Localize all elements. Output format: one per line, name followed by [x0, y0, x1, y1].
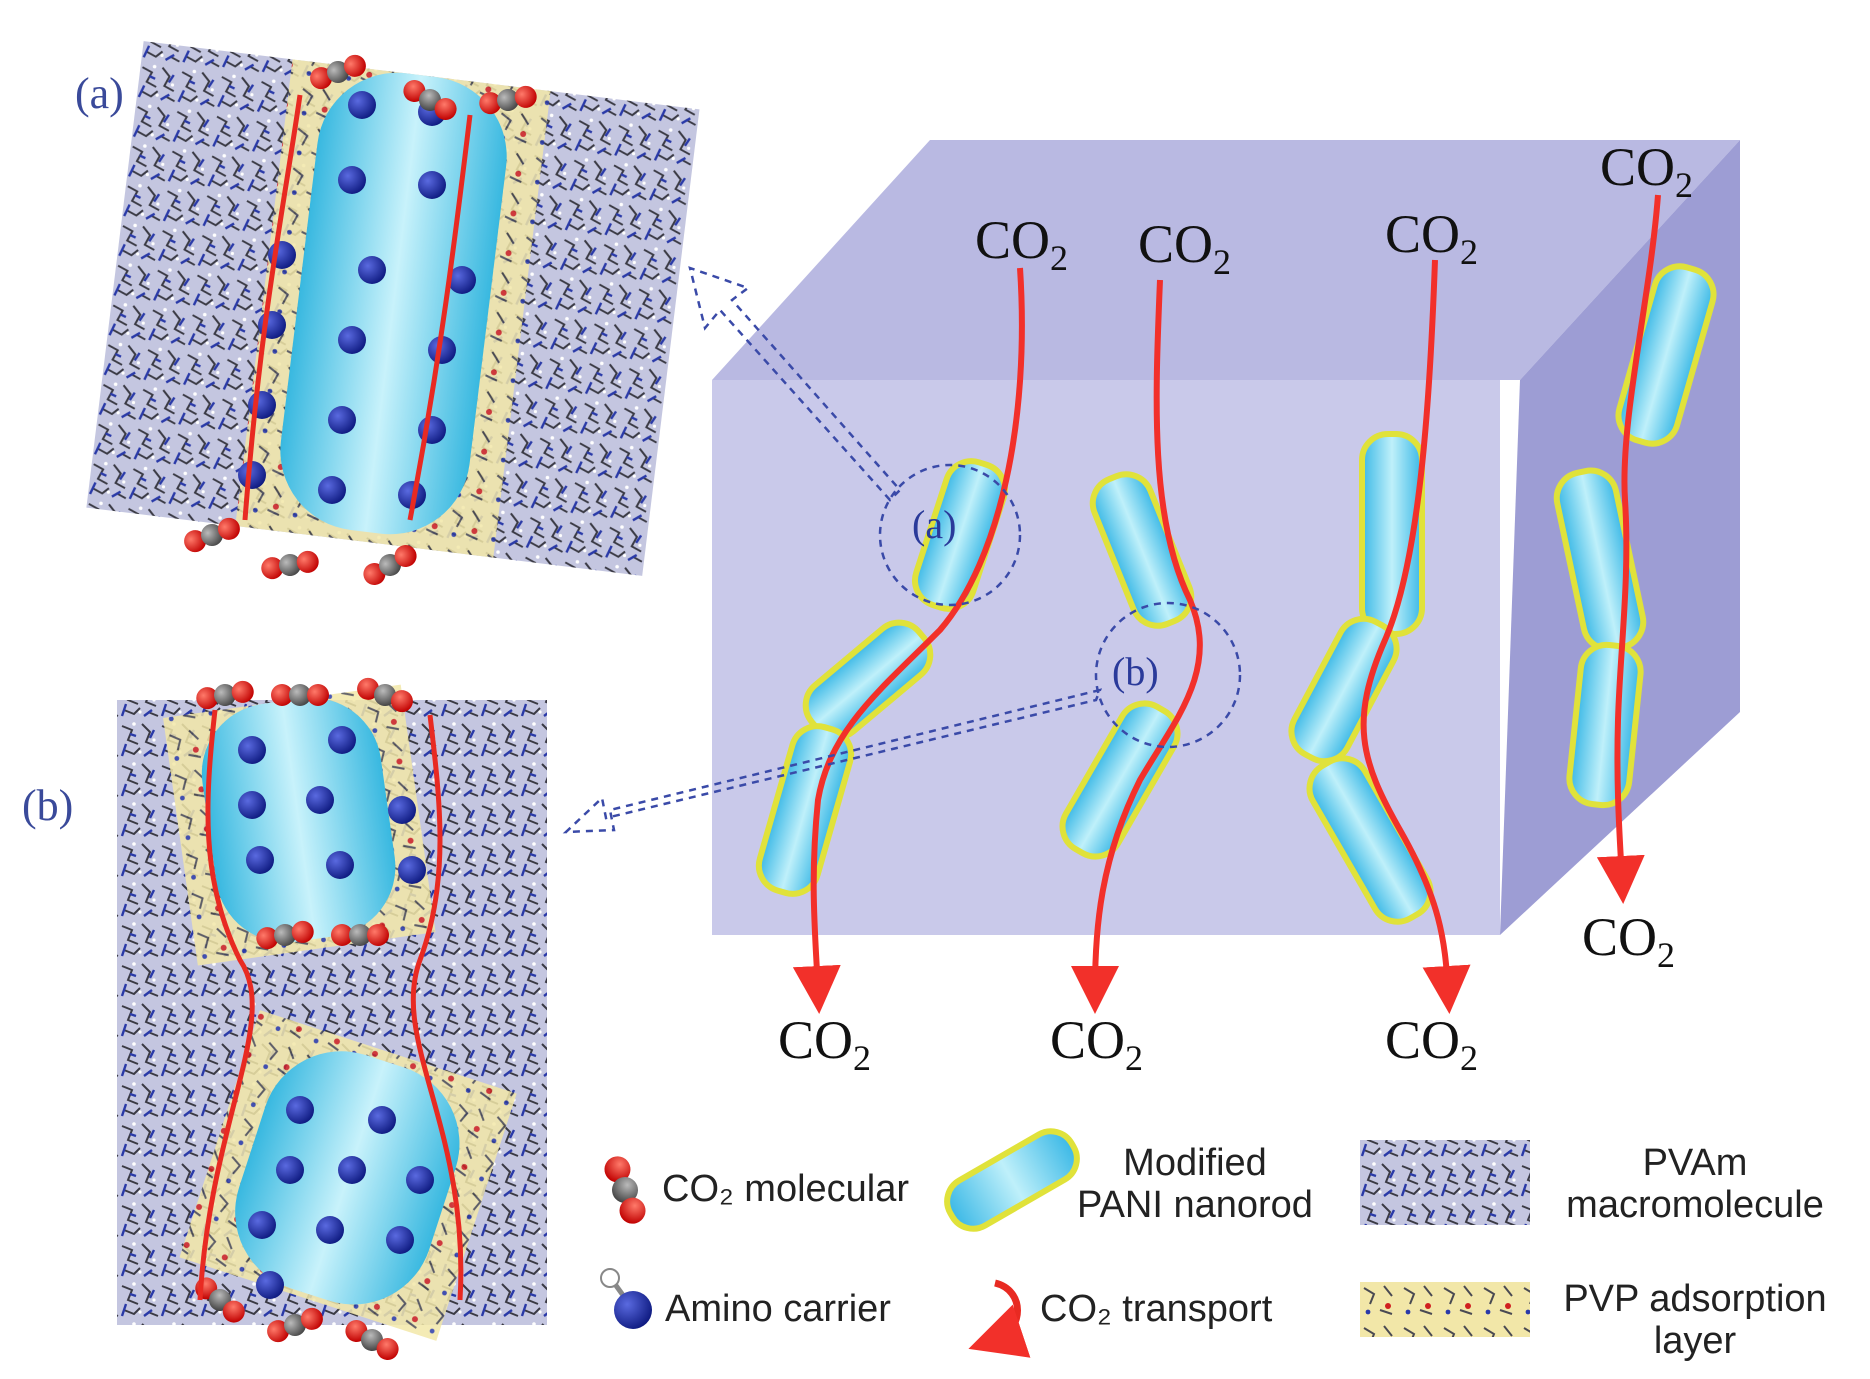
legend-modified-pani-line1: Modified — [1123, 1142, 1267, 1184]
legend-modified-pani: Modified PANI nanorod — [1050, 1142, 1340, 1226]
co2-path-3 — [1360, 259, 1471, 1014]
co2-path-2 — [1071, 279, 1203, 1014]
legend-pvp-line2: layer — [1653, 1320, 1737, 1362]
callout-arrow-b — [562, 688, 1103, 834]
co2-path-4 — [1596, 194, 1661, 904]
co2-label-top-4: CO2 — [1600, 137, 1693, 205]
legend-co2-molecular: CO₂ molecular — [662, 1168, 910, 1210]
legend-pvp-swatch — [1360, 1282, 1530, 1337]
inset-b-carriers — [238, 726, 434, 1299]
inset-a-co2-molecules — [184, 54, 537, 585]
legend-pvam-line1: PVAm — [1642, 1142, 1748, 1184]
inset-b-co2-molecules — [195, 677, 413, 1360]
panel-label-a: (a) — [75, 69, 124, 118]
legend-pvam-line2: macromolecule — [1566, 1184, 1824, 1226]
panel-label-b: (b) — [22, 781, 74, 830]
callout-circle-a — [878, 463, 1022, 607]
co2-label-bottom-2: CO2 — [1050, 1010, 1143, 1078]
box-top-face — [712, 140, 1740, 380]
callout-circle-b — [1094, 601, 1242, 749]
legend-nanorod-icon — [944, 1128, 1080, 1232]
co2-label-bottom-4: CO2 — [1582, 907, 1675, 975]
inset-a — [86, 41, 700, 576]
nanorod — [1566, 641, 1644, 809]
nanorod — [1059, 700, 1181, 860]
legend-pvam: PVAm macromolecule — [1535, 1142, 1855, 1226]
legend-co2-molecule-icon — [604, 1156, 646, 1224]
legend-transport-icon — [968, 1279, 1031, 1358]
legend-modified-pani-line2: PANI nanorod — [1077, 1184, 1313, 1226]
inset-a-carriers — [238, 91, 476, 509]
inset-a-transport-arrows — [242, 94, 473, 521]
inset-b-transport-arrows — [197, 709, 464, 1301]
legend-pvp: PVP adsorption layer — [1535, 1278, 1855, 1362]
co2-labels: CO2 CO2 CO2 CO2 CO2 CO2 CO2 CO2 — [778, 137, 1693, 1078]
co2-label-top-3: CO2 — [1385, 204, 1478, 272]
co2-path-1 — [792, 267, 1025, 1014]
circle-label-a: (a) — [912, 502, 956, 547]
nanorod — [1288, 615, 1400, 765]
co2-label-bottom-1: CO2 — [778, 1010, 871, 1078]
co2-label-top-1: CO2 — [975, 210, 1068, 278]
legend-symbols — [600, 1128, 1530, 1358]
co2-label-top-2: CO2 — [1138, 214, 1231, 282]
legend-pvam-swatch — [1360, 1140, 1530, 1225]
callout-arrow-a — [688, 266, 902, 502]
co2-label-bottom-3: CO2 — [1385, 1010, 1478, 1078]
circle-label-b: (b) — [1112, 649, 1159, 694]
legend-amino-carrier: Amino carrier — [665, 1288, 891, 1330]
legend-amino-carrier-icon — [600, 1268, 652, 1329]
legend-co2-transport: CO₂ transport — [1040, 1288, 1273, 1330]
legend-pvp-line1: PVP adsorption — [1563, 1278, 1827, 1320]
zoom-callouts — [562, 266, 1242, 834]
co2-paths — [792, 194, 1661, 1014]
